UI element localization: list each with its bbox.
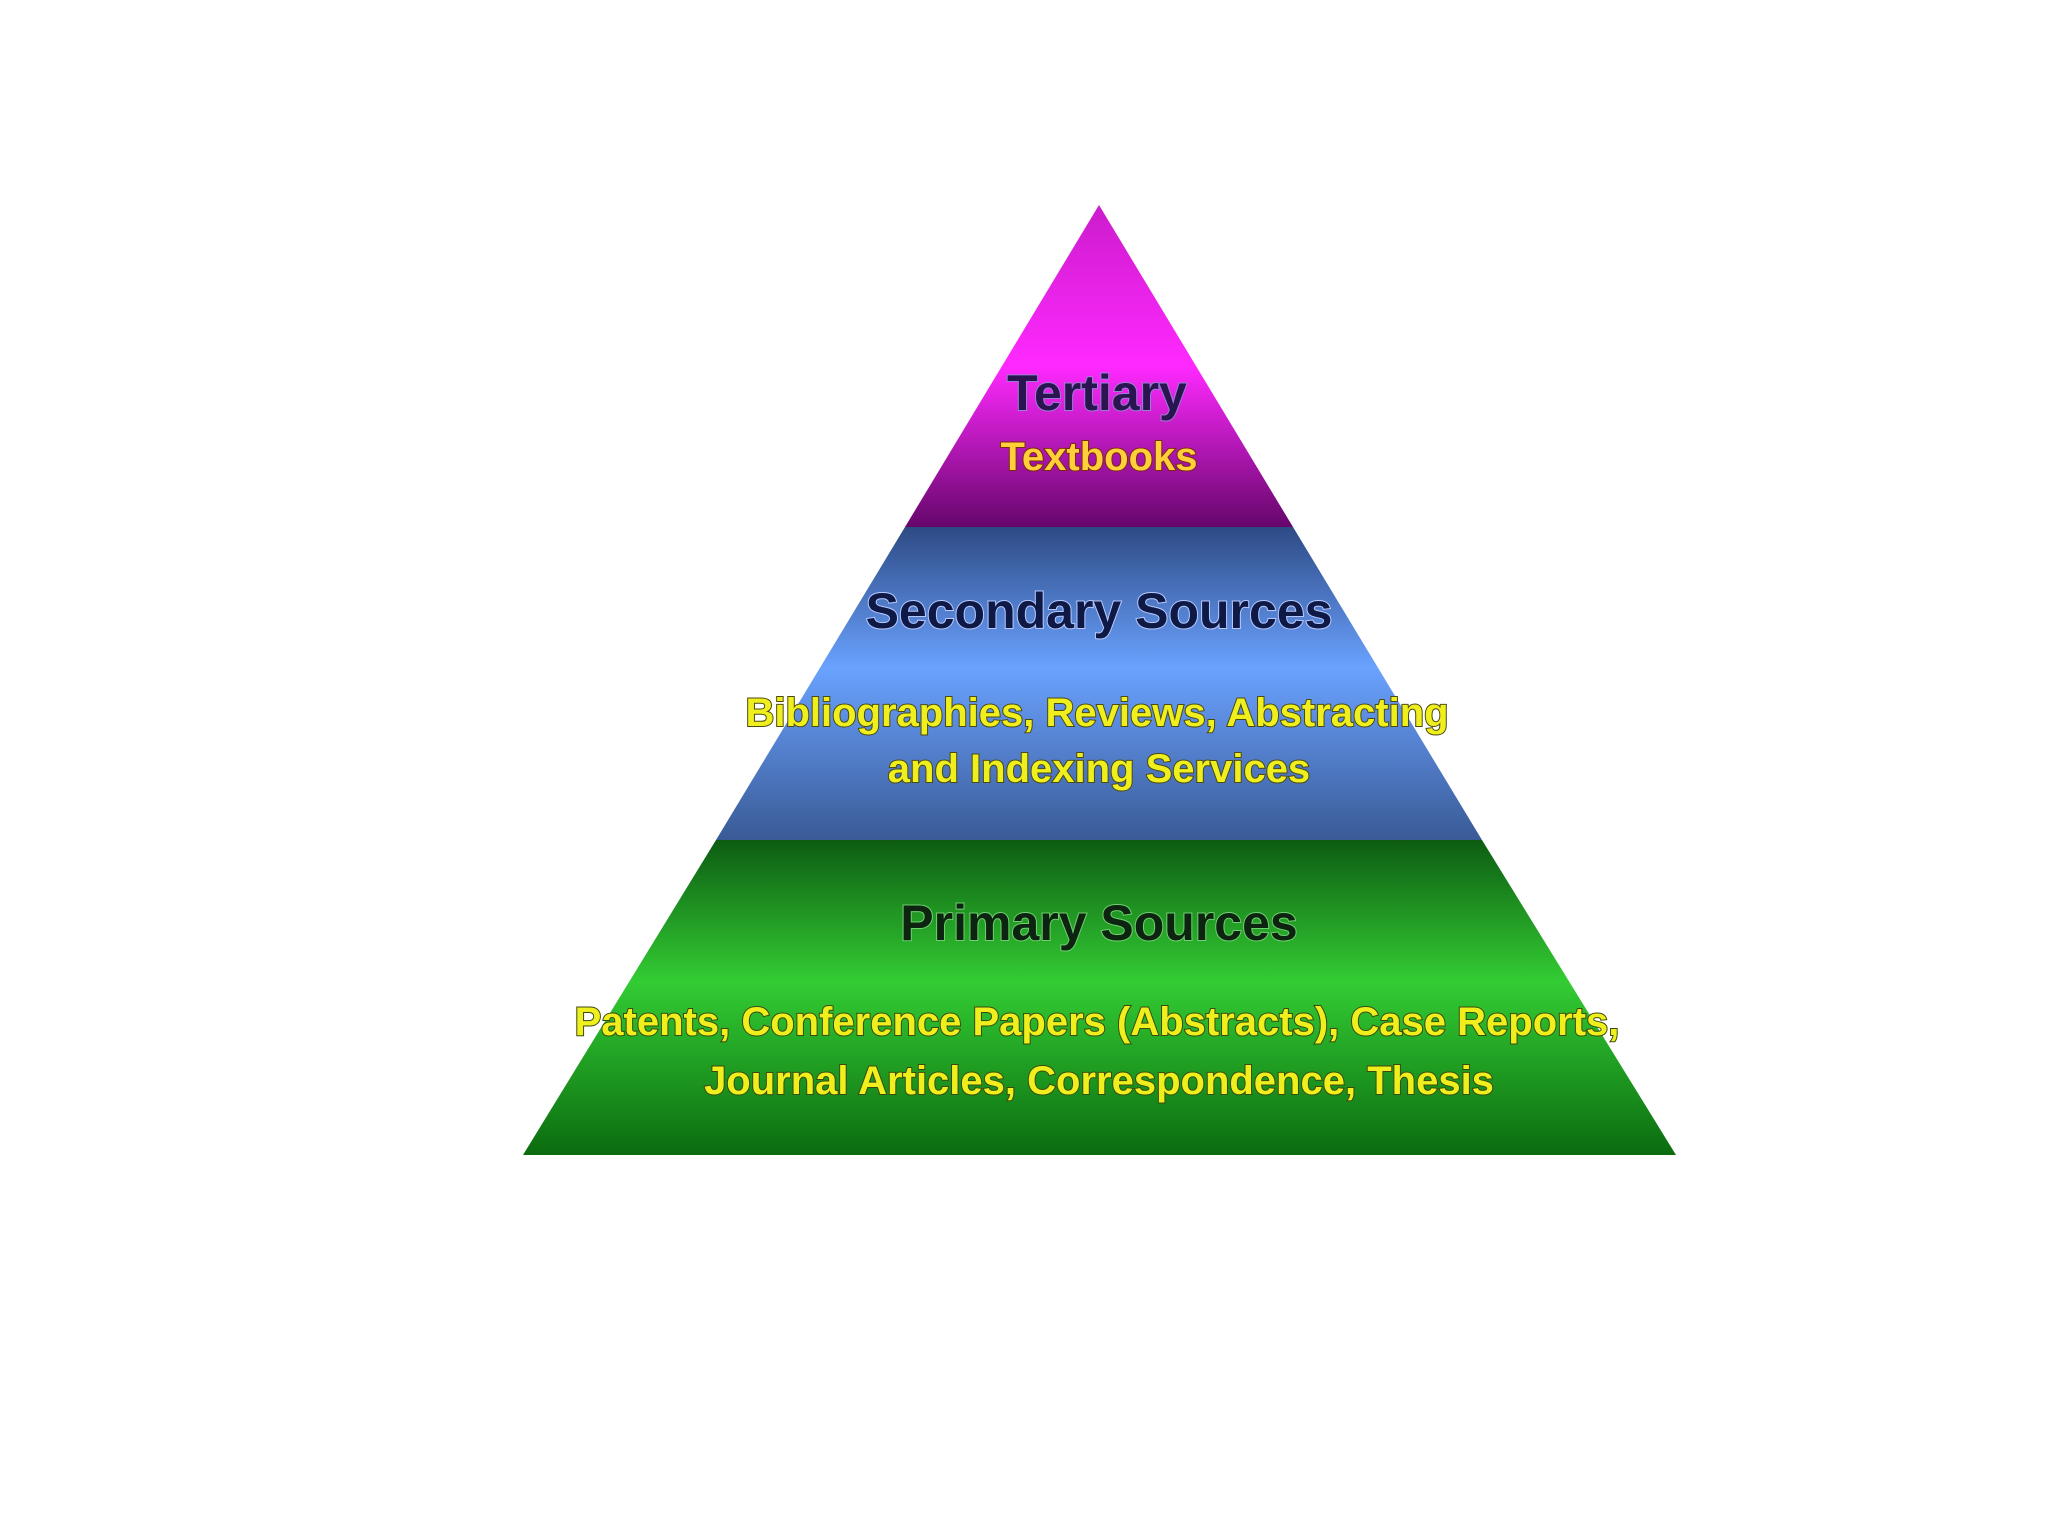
tier-tertiary: Tertiary Textbooks [905,205,1293,527]
tier-primary-shape [523,840,1676,1155]
tier-primary-title: Primary Sources [900,895,1297,951]
tier-secondary-shape [716,527,1482,840]
tier-primary: Primary Sources Patents, Conference Pape… [523,840,1676,1155]
tier-secondary-examples-line-2: and Indexing Services [888,747,1310,791]
tier-primary-examples-line-1: Patents, Conference Papers (Abstracts), … [575,1000,1620,1044]
tier-tertiary-example: Textbooks [1000,435,1197,479]
tier-tertiary-title: Tertiary [1007,365,1187,421]
tier-secondary-examples-line-1: Bibliographies, Reviews, Abstracting [745,691,1448,735]
tier-secondary: Secondary Sources Bibliographies, Review… [716,527,1482,840]
tier-secondary-title: Secondary Sources [866,583,1333,639]
tier-primary-examples-line-2: Journal Articles, Correspondence, Thesis [704,1059,1494,1103]
tier-tertiary-shape [905,205,1293,527]
